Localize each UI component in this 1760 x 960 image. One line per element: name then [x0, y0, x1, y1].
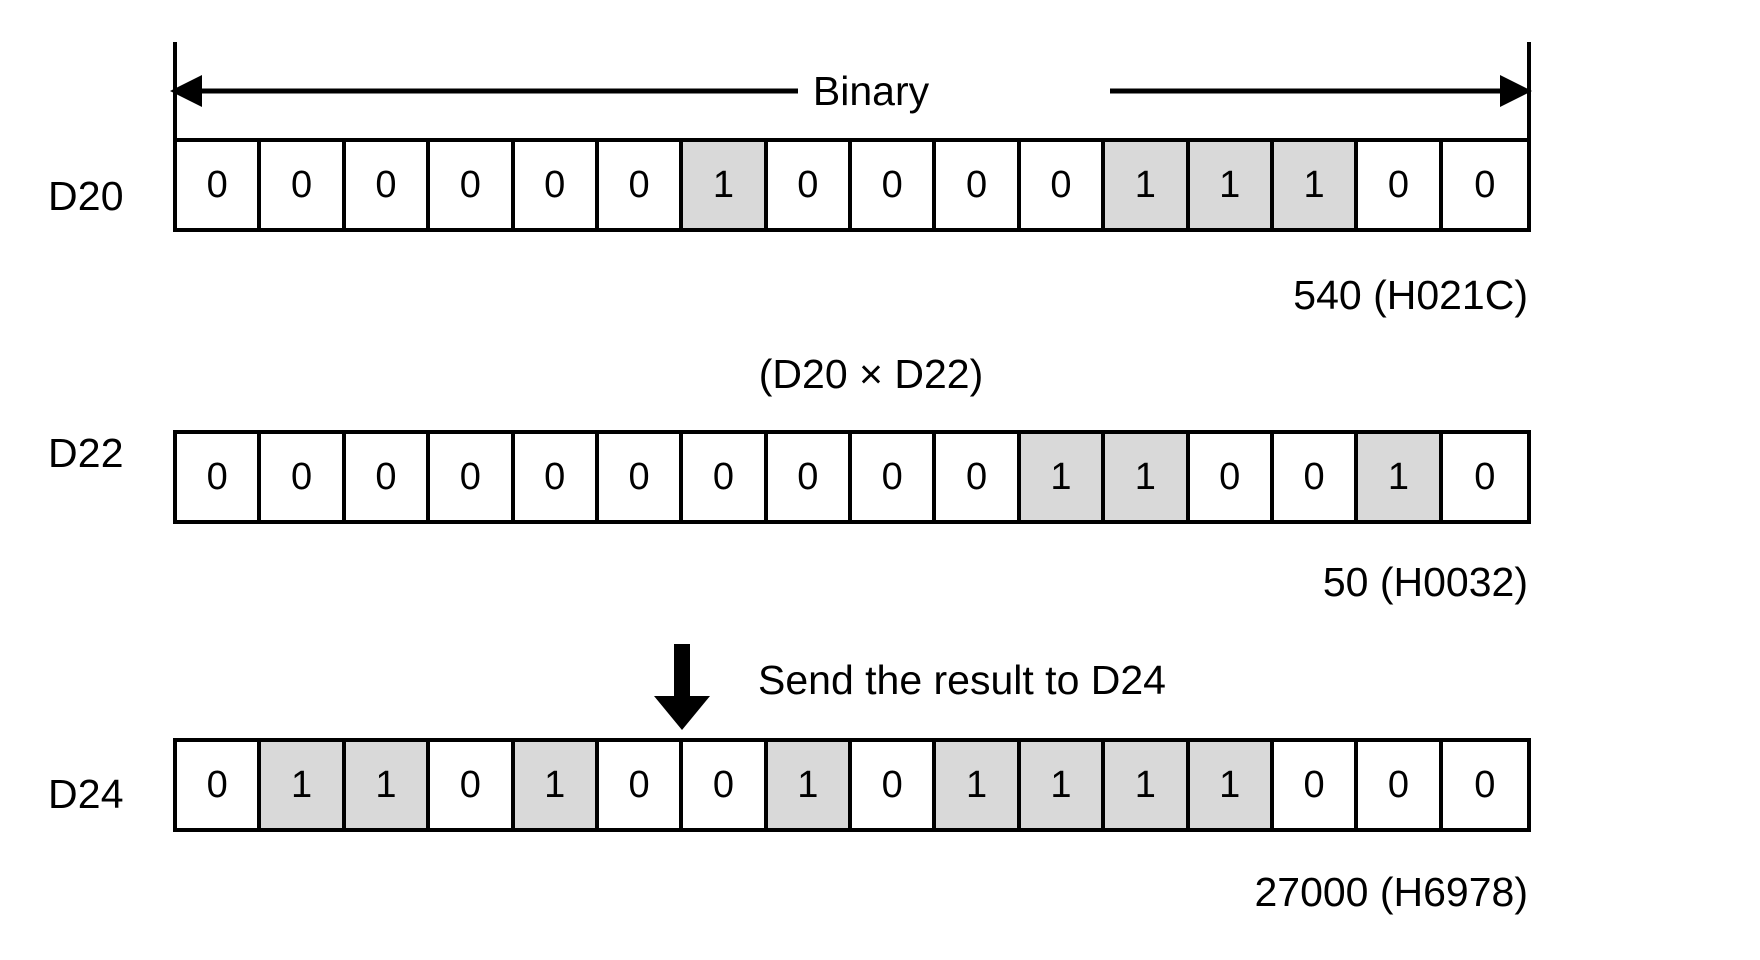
- bit-cell: 0: [177, 142, 262, 228]
- bit-cell: 0: [598, 142, 684, 228]
- binary-span-header: Binary: [0, 0, 1760, 140]
- bit-cell: 0: [1442, 434, 1527, 520]
- bit-cell: 0: [261, 142, 346, 228]
- bit-cell: 0: [598, 434, 684, 520]
- bit-cell: 0: [514, 142, 599, 228]
- bit-cell: 0: [345, 142, 431, 228]
- bit-cell: 0: [177, 742, 262, 828]
- bit-cell: 0: [1442, 742, 1527, 828]
- register-value-d24: 27000 (H6978): [1254, 869, 1528, 915]
- bit-cell: 0: [767, 142, 852, 228]
- send-result-caption: Send the result to D24: [758, 657, 1166, 703]
- bit-cell: 1: [261, 742, 346, 828]
- bit-cell: 1: [1189, 142, 1274, 228]
- bit-cell: 0: [1442, 142, 1527, 228]
- bit-cell: 0: [430, 742, 515, 828]
- bit-cell: 0: [1273, 742, 1359, 828]
- bit-cell: 0: [345, 434, 431, 520]
- bit-cell: 0: [430, 434, 515, 520]
- bit-cell: 0: [852, 434, 937, 520]
- bit-cell: 1: [1105, 742, 1190, 828]
- bit-cell: 1: [936, 742, 1021, 828]
- bit-cell: 0: [936, 142, 1021, 228]
- bit-cell: 0: [1358, 742, 1443, 828]
- bit-cell: 1: [345, 742, 431, 828]
- bit-cell: 0: [1273, 434, 1359, 520]
- bit-cell: 0: [852, 742, 937, 828]
- bit-cell: 1: [1358, 434, 1443, 520]
- bit-cell: 1: [1020, 742, 1106, 828]
- bit-cell: 1: [683, 142, 768, 228]
- bit-cell: 0: [177, 434, 262, 520]
- operation-caption: (D20 × D22): [758, 351, 984, 397]
- bit-cell: 0: [1358, 142, 1443, 228]
- bit-cell: 0: [1020, 142, 1106, 228]
- bit-cell: 0: [767, 434, 852, 520]
- bit-cell: 0: [936, 434, 1021, 520]
- bit-cell: 0: [514, 434, 599, 520]
- bit-cell: 0: [1189, 434, 1274, 520]
- bit-cell: 0: [683, 434, 768, 520]
- binary-label: Binary: [812, 68, 930, 114]
- bit-cell: 1: [514, 742, 599, 828]
- arrow-down-icon: [654, 644, 710, 730]
- bit-cell: 0: [598, 742, 684, 828]
- bit-cell: 1: [1020, 434, 1106, 520]
- bit-cell: 1: [1105, 434, 1190, 520]
- register-label-d20: D20: [48, 173, 124, 219]
- arrow-right-icon: [1110, 75, 1532, 107]
- register-label-d22: D22: [48, 430, 124, 476]
- arrow-left-icon: [170, 75, 798, 107]
- bit-cell: 1: [1273, 142, 1359, 228]
- bit-cell: 0: [852, 142, 937, 228]
- bit-cell: 0: [261, 434, 346, 520]
- register-value-d22: 50 (H0032): [1322, 559, 1528, 605]
- register-label-d24: D24: [48, 771, 124, 817]
- bit-cell: 1: [1189, 742, 1274, 828]
- bit-cell: 0: [430, 142, 515, 228]
- register-value-d20: 540 (H021C): [1293, 272, 1528, 318]
- bit-cell: 0: [683, 742, 768, 828]
- bit-cell: 1: [1105, 142, 1190, 228]
- bit-cell: 1: [767, 742, 852, 828]
